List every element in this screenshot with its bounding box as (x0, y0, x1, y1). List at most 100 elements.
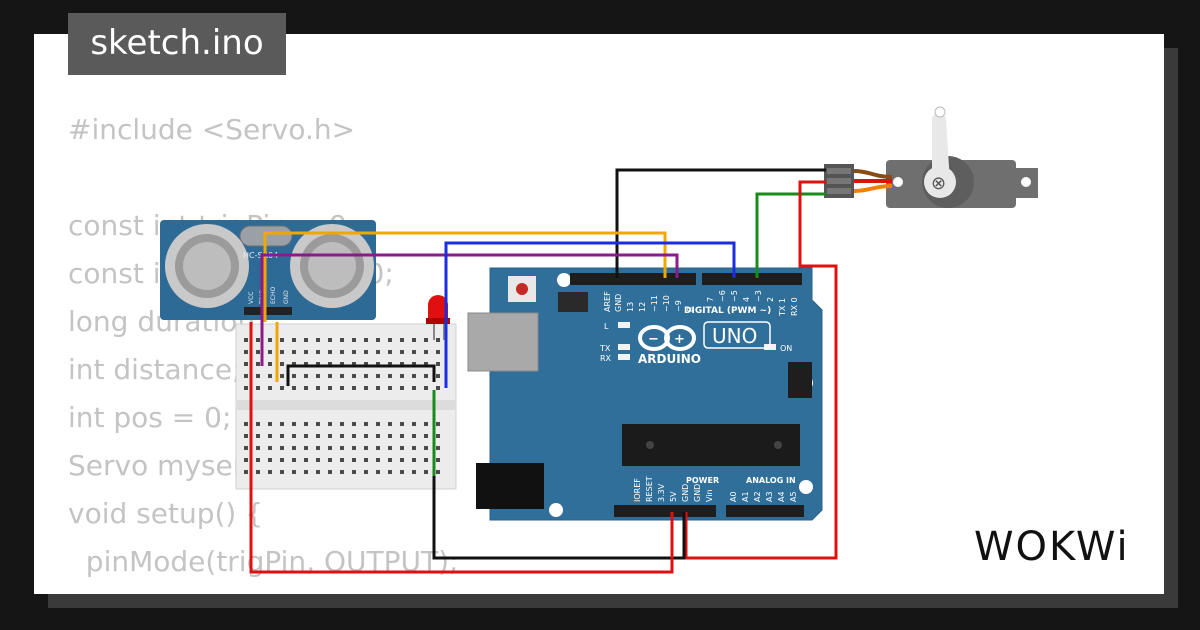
breadboard-hole[interactable] (376, 386, 380, 390)
breadboard-hole[interactable] (364, 362, 368, 366)
breadboard-hole[interactable] (244, 422, 248, 426)
breadboard-hole[interactable] (412, 386, 416, 390)
breadboard-hole[interactable] (436, 386, 440, 390)
wire-gnd-servo[interactable] (615, 168, 826, 278)
breadboard-hole[interactable] (400, 422, 404, 426)
wire-trig-pin9[interactable] (260, 253, 679, 366)
breadboard-hole[interactable] (400, 386, 404, 390)
breadboard-hole[interactable] (256, 422, 260, 426)
breadboard-hole[interactable] (412, 338, 416, 342)
breadboard-hole[interactable] (400, 434, 404, 438)
file-tab-sketch[interactable]: sketch.ino (68, 13, 286, 75)
breadboard-hole[interactable] (256, 446, 260, 450)
breadboard-hole[interactable] (268, 446, 272, 450)
breadboard-hole[interactable] (376, 434, 380, 438)
breadboard-hole[interactable] (340, 338, 344, 342)
breadboard-hole[interactable] (244, 386, 248, 390)
breadboard-hole[interactable] (436, 434, 440, 438)
breadboard-hole[interactable] (424, 338, 428, 342)
breadboard-hole[interactable] (280, 434, 284, 438)
breadboard-hole[interactable] (304, 362, 308, 366)
breadboard-hole[interactable] (268, 434, 272, 438)
breadboard-hole[interactable] (364, 338, 368, 342)
breadboard-hole[interactable] (412, 434, 416, 438)
breadboard-hole[interactable] (376, 362, 380, 366)
breadboard-hole[interactable] (340, 458, 344, 462)
breadboard-hole[interactable] (268, 386, 272, 390)
breadboard-hole[interactable] (292, 446, 296, 450)
code-line[interactable]: int pos = 0; (68, 401, 232, 434)
breadboard-hole[interactable] (244, 458, 248, 462)
breadboard-hole[interactable] (256, 374, 260, 378)
breadboard-hole[interactable] (400, 458, 404, 462)
red-led[interactable] (426, 295, 450, 340)
breadboard-hole[interactable] (376, 422, 380, 426)
breadboard-hole[interactable] (244, 338, 248, 342)
breadboard-hole[interactable] (340, 374, 344, 378)
breadboard-hole[interactable] (256, 386, 260, 390)
breadboard-hole[interactable] (244, 374, 248, 378)
breadboard-hole[interactable] (268, 422, 272, 426)
breadboard-hole[interactable] (244, 470, 248, 474)
power-header[interactable] (614, 505, 716, 517)
breadboard-hole[interactable] (340, 350, 344, 354)
breadboard-hole[interactable] (412, 362, 416, 366)
breadboard-hole[interactable] (328, 446, 332, 450)
breadboard-hole[interactable] (400, 374, 404, 378)
analog-header[interactable] (726, 505, 804, 517)
breadboard-hole[interactable] (328, 338, 332, 342)
breadboard-hole[interactable] (340, 434, 344, 438)
breadboard-hole[interactable] (304, 374, 308, 378)
breadboard-hole[interactable] (436, 458, 440, 462)
breadboard-hole[interactable] (364, 458, 368, 462)
wire-led-pin5[interactable] (444, 241, 736, 388)
breadboard-hole[interactable] (436, 470, 440, 474)
breadboard-hole[interactable] (304, 422, 308, 426)
breadboard-hole[interactable] (352, 374, 356, 378)
breadboard-hole[interactable] (436, 374, 440, 378)
breadboard-hole[interactable] (268, 350, 272, 354)
breadboard-hole[interactable] (352, 434, 356, 438)
breadboard-hole[interactable] (244, 362, 248, 366)
breadboard-hole[interactable] (292, 470, 296, 474)
breadboard-hole[interactable] (400, 338, 404, 342)
breadboard-hole[interactable] (280, 350, 284, 354)
breadboard-hole[interactable] (388, 374, 392, 378)
breadboard-hole[interactable] (352, 446, 356, 450)
breadboard-hole[interactable] (388, 458, 392, 462)
breadboard-hole[interactable] (304, 446, 308, 450)
breadboard-hole[interactable] (316, 470, 320, 474)
breadboard-hole[interactable] (376, 446, 380, 450)
breadboard-hole[interactable] (316, 422, 320, 426)
code-line[interactable]: pinMode(echoPin, INPUT); (68, 586, 458, 594)
breadboard-hole[interactable] (280, 446, 284, 450)
breadboard-hole[interactable] (280, 422, 284, 426)
breadboard-hole[interactable] (292, 338, 296, 342)
breadboard-hole[interactable] (292, 458, 296, 462)
breadboard-hole[interactable] (436, 338, 440, 342)
breadboard-hole[interactable] (364, 350, 368, 354)
breadboard-hole[interactable] (244, 446, 248, 450)
breadboard-hole[interactable] (304, 350, 308, 354)
breadboard-hole[interactable] (388, 362, 392, 366)
breadboard-hole[interactable] (364, 446, 368, 450)
breadboard-hole[interactable] (424, 386, 428, 390)
breadboard-hole[interactable] (244, 350, 248, 354)
breadboard-hole[interactable] (424, 374, 428, 378)
breadboard-hole[interactable] (412, 422, 416, 426)
code-line[interactable]: void setup() { (68, 497, 264, 530)
breadboard-hole[interactable] (340, 422, 344, 426)
servo-motor[interactable]: ⊗ (824, 106, 1038, 208)
breadboard-hole[interactable] (268, 338, 272, 342)
breadboard-hole[interactable] (280, 338, 284, 342)
breadboard-hole[interactable] (424, 458, 428, 462)
breadboard-hole[interactable] (268, 362, 272, 366)
breadboard-hole[interactable] (340, 470, 344, 474)
breadboard-hole[interactable] (328, 350, 332, 354)
breadboard-hole[interactable] (364, 470, 368, 474)
breadboard-hole[interactable] (316, 386, 320, 390)
breadboard-hole[interactable] (352, 458, 356, 462)
breadboard-hole[interactable] (436, 350, 440, 354)
breadboard-hole[interactable] (412, 458, 416, 462)
breadboard-hole[interactable] (364, 386, 368, 390)
